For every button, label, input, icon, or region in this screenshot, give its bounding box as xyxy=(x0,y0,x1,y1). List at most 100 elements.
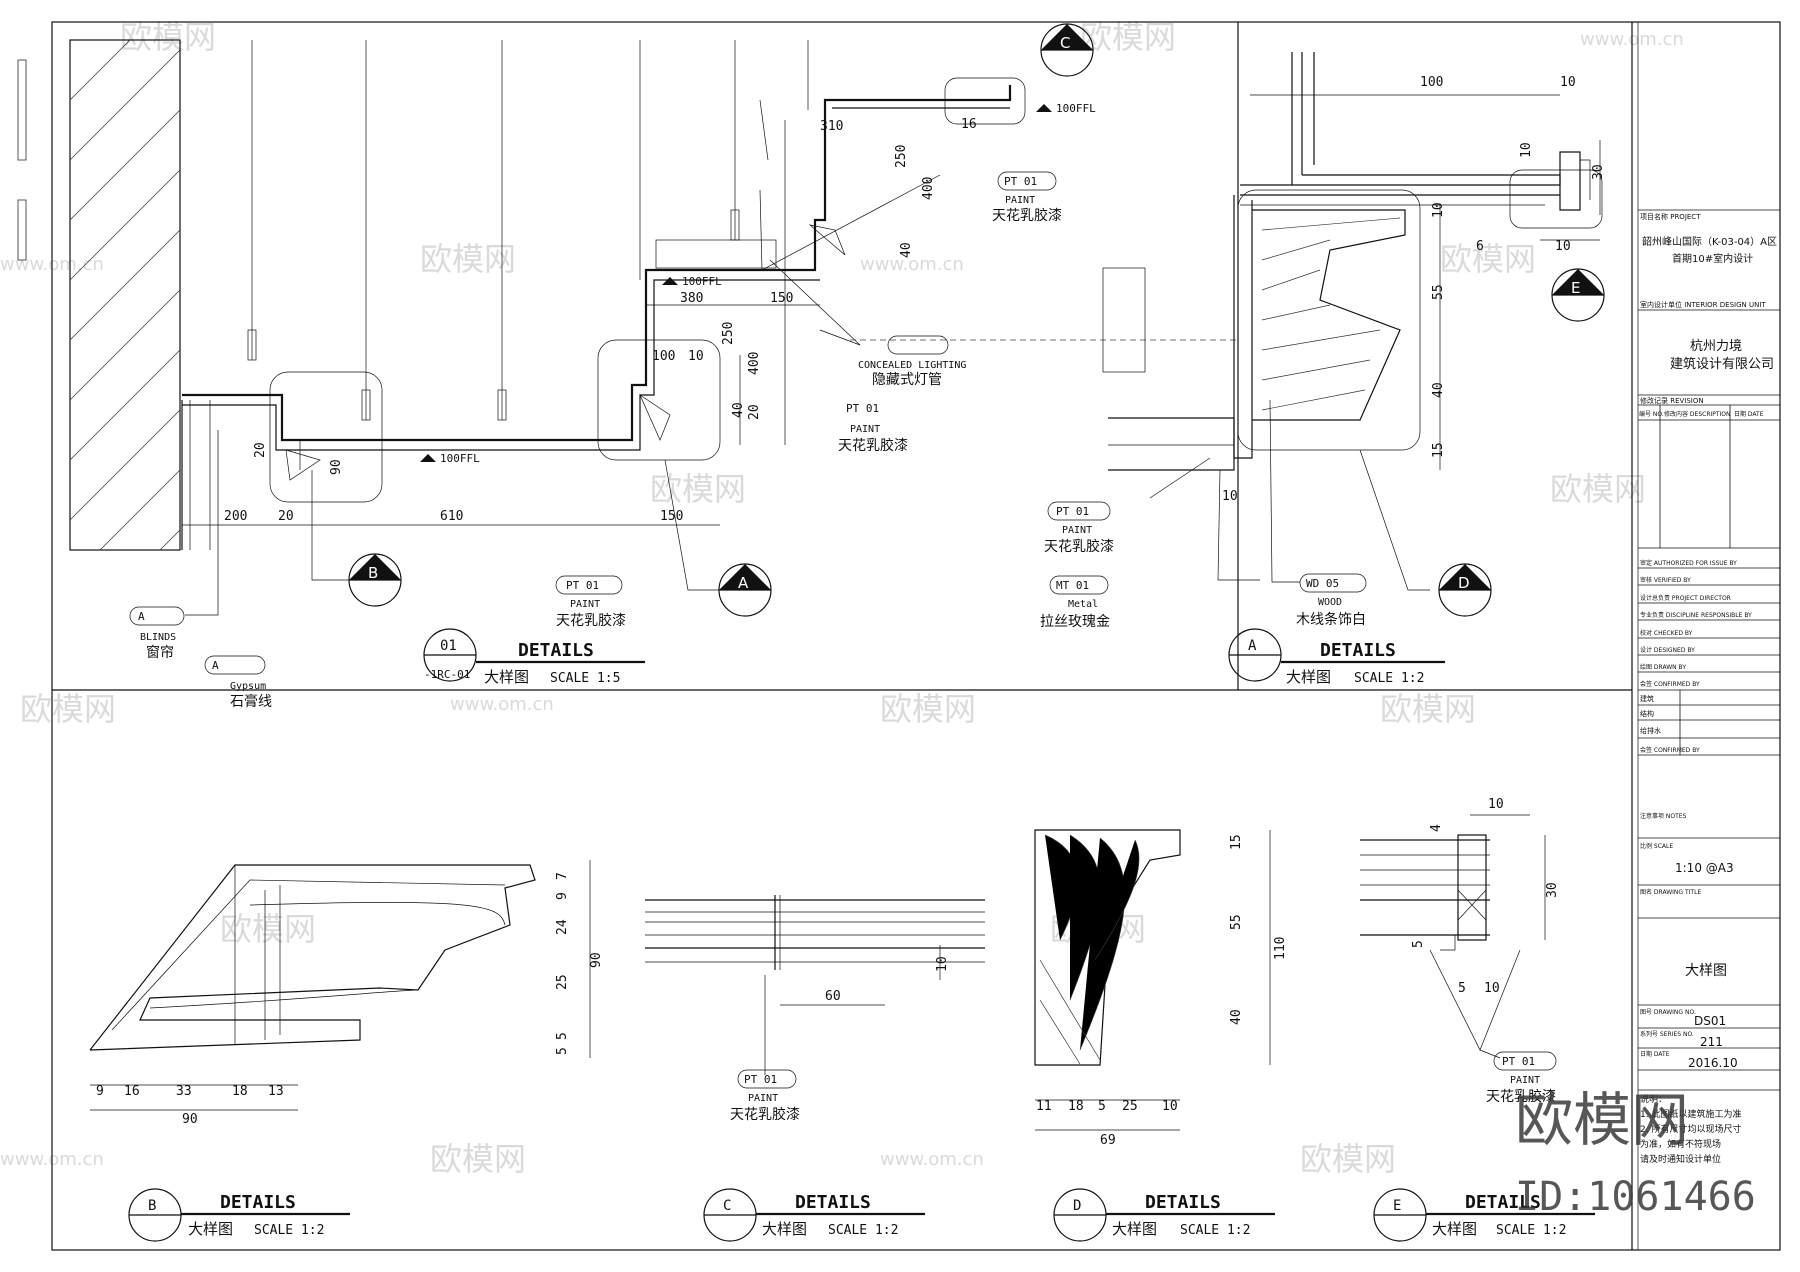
svg-text:9: 9 xyxy=(555,892,570,900)
svg-text:项目名称 PROJECT: 项目名称 PROJECT xyxy=(1640,212,1701,221)
svg-text:系列号 SERIES NO.: 系列号 SERIES NO. xyxy=(1640,1030,1694,1038)
title-block xyxy=(1638,209,1780,1091)
detail-01-section xyxy=(69,39,1240,616)
svg-text:7: 7 xyxy=(555,872,570,880)
svg-text:18: 18 xyxy=(1068,1099,1084,1114)
svg-text:400: 400 xyxy=(747,352,762,375)
scale-value: 1:10 @A3 xyxy=(1675,861,1734,875)
material-tag-paint: PT 01 PAINT 天花乳胶漆 xyxy=(730,1069,800,1123)
svg-text:ID:1061466: ID:1061466 xyxy=(1515,1174,1756,1220)
watermark-brand: 欧模网 xyxy=(420,240,516,278)
svg-text:01: 01 xyxy=(440,638,457,654)
drawing-number: DS01 xyxy=(1694,1014,1726,1028)
project-name: 首期10#室内设计 xyxy=(1672,252,1753,265)
svg-text:天花乳胶漆: 天花乳胶漆 xyxy=(992,207,1062,224)
svg-text:40: 40 xyxy=(899,242,914,258)
svg-text:250: 250 xyxy=(721,322,736,345)
svg-text:100FFL: 100FFL xyxy=(1056,102,1096,115)
svg-text:A: A xyxy=(1248,638,1257,654)
svg-text:审核 VERIFIED BY: 审核 VERIFIED BY xyxy=(1640,576,1691,584)
svg-text:拉丝玫瑰金: 拉丝玫瑰金 xyxy=(1040,614,1110,630)
svg-text:天花乳胶漆: 天花乳胶漆 xyxy=(556,612,626,629)
watermark-brand: 欧模网 xyxy=(1550,470,1646,508)
svg-text:E: E xyxy=(1571,279,1580,297)
svg-text:PAINT: PAINT xyxy=(1005,195,1035,206)
company-name: 建筑设计有限公司 xyxy=(1670,356,1774,372)
svg-text:C: C xyxy=(723,1198,731,1214)
section-marker-D: D xyxy=(1438,563,1492,617)
detail-title-D: D DETAILS 大样图 SCALE 1:2 xyxy=(1053,1188,1275,1242)
svg-text:10: 10 xyxy=(1484,981,1500,996)
material-tag-paint: PT 01 PAINT 天花乳胶漆 xyxy=(838,402,908,454)
svg-text:CONCEALED LIGHTING: CONCEALED LIGHTING xyxy=(858,360,966,371)
watermark-brand: 欧模网 xyxy=(1440,240,1536,278)
detail-E-section xyxy=(1360,814,1546,1059)
svg-text:11: 11 xyxy=(1036,1099,1052,1114)
svg-text:10: 10 xyxy=(1560,75,1576,90)
project-name: 韶州峰山国际（K-03-04）A区 xyxy=(1642,235,1777,248)
svg-text:给排水: 给排水 xyxy=(1640,726,1661,735)
svg-text:编号 NO.: 编号 NO. xyxy=(1639,410,1664,418)
svg-text:SCALE 1:2: SCALE 1:2 xyxy=(1180,1223,1250,1238)
svg-text:A: A xyxy=(212,659,219,672)
svg-text:隐藏式灯管: 隐藏式灯管 xyxy=(872,372,942,388)
svg-text:40: 40 xyxy=(1431,382,1446,398)
detail-title-A: A DETAILS 大样图 SCALE 1:2 xyxy=(1228,628,1445,686)
svg-text:A: A xyxy=(138,610,145,623)
svg-text:A: A xyxy=(738,574,749,592)
detail-title-B: B DETAILS 大样图 SCALE 1:2 xyxy=(128,1188,350,1242)
watermark-brand: 欧模网 xyxy=(430,1140,526,1178)
svg-text:5: 5 xyxy=(1098,1099,1106,1114)
svg-text:天花乳胶漆: 天花乳胶漆 xyxy=(1044,538,1114,555)
svg-text:15: 15 xyxy=(1229,834,1244,850)
title-block-text: 项目名称 PROJECT 韶州峰山国际（K-03-04）A区 首期10#室内设计… xyxy=(1639,212,1777,1165)
svg-text:修改内容 DESCRIPTION: 修改内容 DESCRIPTION xyxy=(1664,410,1731,418)
detail-C-dims: 60 10 xyxy=(825,956,950,1004)
svg-text:PT 01: PT 01 xyxy=(1056,505,1089,518)
svg-text:大样图: 大样图 xyxy=(1112,1220,1157,1238)
detail-01-dims: 200 20 610 150 380 150 310 250 400 100 1… xyxy=(224,117,977,524)
svg-text:18: 18 xyxy=(232,1084,248,1099)
svg-text:Metal: Metal xyxy=(1068,599,1098,610)
watermark-brand: 欧模网 xyxy=(220,910,316,948)
svg-text:SCALE 1:5: SCALE 1:5 xyxy=(550,671,620,686)
svg-text:B: B xyxy=(368,564,378,582)
svg-text:木线条饰白: 木线条饰白 xyxy=(1296,611,1366,628)
svg-text:90: 90 xyxy=(182,1112,198,1127)
svg-text:90: 90 xyxy=(329,459,344,475)
svg-text:DETAILS: DETAILS xyxy=(220,1192,296,1213)
svg-text:1. 此图纸以建筑施工为准: 1. 此图纸以建筑施工为准 xyxy=(1640,1108,1741,1120)
watermark-site: www.om.cn xyxy=(880,1149,984,1170)
svg-text:Gypsum: Gypsum xyxy=(230,681,266,692)
detail-B-section xyxy=(89,860,591,1111)
detail-title-C: C DETAILS 大样图 SCALE 1:2 xyxy=(703,1188,925,1242)
svg-text:5: 5 xyxy=(1458,981,1466,996)
svg-text:为准，如有不符现场: 为准，如有不符现场 xyxy=(1640,1138,1721,1150)
detail-E-dims: 10 4 30 5 5 10 xyxy=(1411,797,1560,996)
svg-text:15: 15 xyxy=(1431,442,1446,458)
svg-text:图号 DRAWING NO.: 图号 DRAWING NO. xyxy=(1640,1009,1696,1016)
svg-text:DETAILS: DETAILS xyxy=(1145,1192,1221,1213)
material-tag-paint: PT 01 PAINT 天花乳胶漆 xyxy=(992,171,1062,224)
svg-text:6: 6 xyxy=(1476,239,1484,254)
watermark-badge: 欧模网 ID:1061466 xyxy=(1515,1086,1756,1220)
svg-text:大样图: 大样图 xyxy=(1286,668,1331,686)
svg-text:D: D xyxy=(1458,574,1470,592)
svg-text:110: 110 xyxy=(1273,937,1288,960)
detail-A-dims: 100 10 30 10 10 6 10 55 40 15 10 xyxy=(1222,75,1606,504)
svg-text:设计 DESIGNED BY: 设计 DESIGNED BY xyxy=(1640,646,1695,654)
svg-text:DETAILS: DETAILS xyxy=(1320,640,1396,661)
svg-text:69: 69 xyxy=(1100,1133,1116,1148)
detail-C-section xyxy=(645,895,985,1075)
svg-text:SCALE 1:2: SCALE 1:2 xyxy=(1354,671,1424,686)
svg-text:9: 9 xyxy=(96,1084,104,1099)
watermark-site: www.om.cn xyxy=(450,694,554,715)
material-tag-paint: PT 01 PAINT 天花乳胶漆 xyxy=(1044,501,1114,555)
svg-text:16: 16 xyxy=(124,1084,140,1099)
svg-text:4: 4 xyxy=(1429,824,1444,832)
svg-text:B: B xyxy=(148,1198,156,1214)
svg-text:PT 01: PT 01 xyxy=(846,402,879,415)
svg-text:5: 5 xyxy=(555,1032,570,1040)
svg-text:E: E xyxy=(1393,1198,1401,1214)
